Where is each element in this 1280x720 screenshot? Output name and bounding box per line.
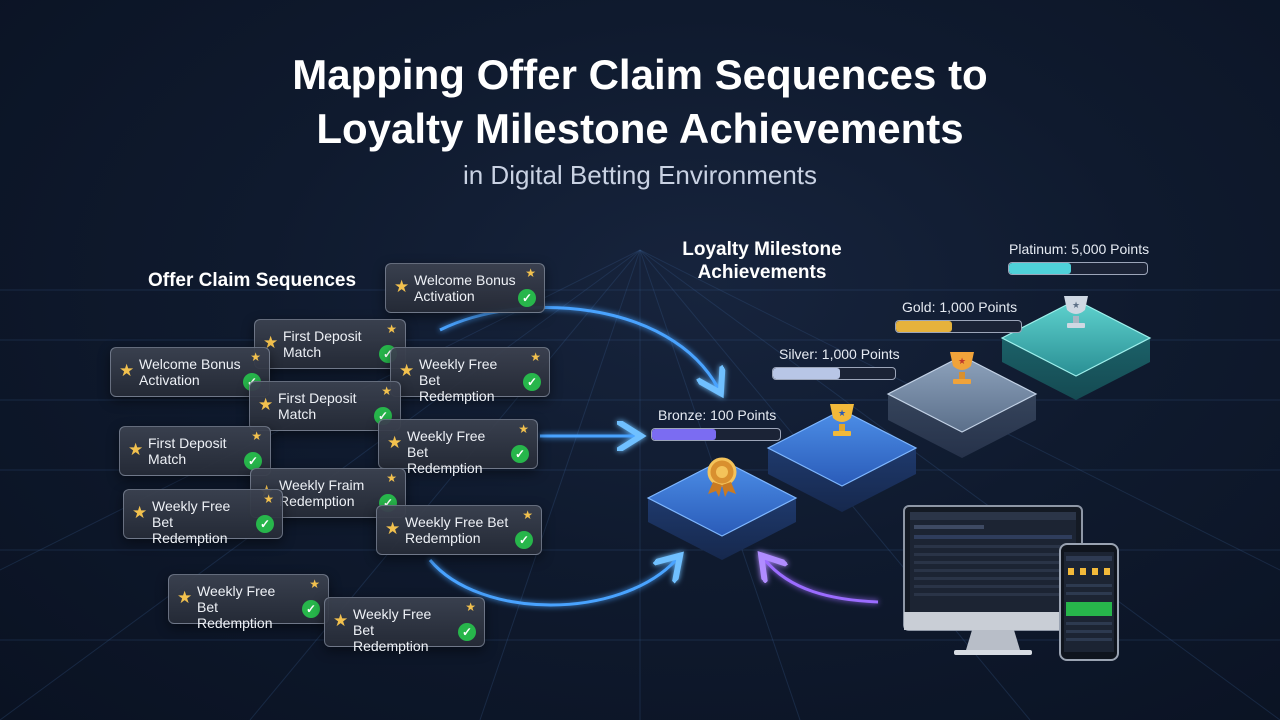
arrow-bottom (428, 560, 676, 607)
star-icon: ★ (177, 588, 193, 607)
star-icon: ★ (251, 429, 262, 443)
gold-progress-fill (896, 321, 953, 332)
bronze-milestone-label: Bronze: 100 Points (658, 407, 777, 423)
offer-card-label: Weekly Free Bet Redemption (419, 356, 498, 404)
offer-claim-heading: Offer Claim Sequences (148, 270, 357, 291)
check-icon: ✓ (515, 531, 533, 549)
star-icon: ★ (309, 577, 320, 591)
star-icon: ★ (119, 361, 135, 380)
offer-card-label: Weekly Fraim Redemption (279, 477, 365, 509)
star-icon: ★ (258, 395, 274, 414)
offer-card-label: Welcome Bonus Activation (139, 356, 241, 388)
bronze-platform (646, 459, 798, 560)
star-icon: ★ (399, 361, 415, 380)
star-icon: ★ (522, 508, 533, 522)
offer-card: ★ ★ First Deposit Match ✓ (249, 381, 401, 431)
loyalty-heading-line-2: Achievements (697, 262, 827, 283)
star-icon: ★ (386, 322, 397, 336)
check-icon: ✓ (256, 515, 274, 533)
platinum-progress-bar (1008, 262, 1148, 275)
offer-card: ★ ★ Weekly Free Bet Redemption ✓ (168, 574, 329, 631)
offer-card: ★ ★ Weekly Free Bet Redemption ✓ (390, 347, 550, 404)
star-icon: ★ (132, 503, 148, 522)
offer-card: ★ ★ Weekly Free Bet Redemption ✓ (378, 419, 538, 476)
offer-card: ★ ★ Welcome Bonus Activation ✓ (110, 347, 270, 397)
gold-progress-bar (895, 320, 1022, 333)
check-icon: ✓ (458, 623, 476, 641)
title-line-1: Mapping Offer Claim Sequences to (292, 51, 988, 98)
platinum-progress-fill (1009, 263, 1072, 274)
trophy-icon: ★ (950, 352, 974, 384)
check-icon: ✓ (511, 445, 529, 463)
silver-progress-fill (773, 368, 841, 379)
star-icon: ★ (386, 471, 397, 485)
star-icon: ★ (530, 350, 541, 364)
offer-card-label: Weekly Free Bet Redemption (152, 498, 231, 546)
medal-icon (707, 457, 737, 497)
platinum-platform (1000, 299, 1152, 400)
svg-text:★: ★ (1072, 301, 1080, 311)
silver-milestone-label: Silver: 1,000 Points (779, 346, 900, 362)
mobile-phone (1059, 543, 1119, 661)
offer-card: ★ ★ Weekly Free Bet Redemption ✓ (324, 597, 485, 654)
star-icon: ★ (333, 611, 349, 630)
gold-platform (886, 355, 1038, 458)
star-icon: ★ (525, 266, 536, 280)
arrow-top (439, 306, 718, 388)
check-icon: ✓ (523, 373, 541, 391)
desktop-monitor (903, 505, 1083, 655)
page-title: Mapping Offer Claim Sequences to Loyalty… (0, 48, 1280, 156)
offer-card: ★ ★ First Deposit Match ✓ (254, 319, 406, 369)
star-icon: ★ (385, 519, 401, 538)
offer-card-label: Weekly Free Bet Redemption (353, 606, 432, 654)
offer-card-label: First Deposit Match (148, 435, 227, 467)
bronze-progress-fill (652, 429, 716, 440)
offer-card: ★ ★ First Deposit Match ✓ (119, 426, 271, 476)
page-subtitle: in Digital Betting Environments (462, 160, 818, 190)
offer-card: ★ ★ Welcome Bonus Activation ✓ (385, 263, 545, 313)
svg-text:★: ★ (958, 357, 966, 367)
platinum-milestone-label: Platinum: 5,000 Points (1009, 241, 1150, 257)
star-icon: ★ (465, 600, 476, 614)
offer-card-label: Weekly Free Bet Redemption (405, 514, 509, 546)
offer-card: ★ ★ Weekly Free Bet Redemption ✓ (376, 505, 542, 555)
trophy-icon: ★ (830, 404, 854, 436)
offer-card-label: Welcome Bonus Activation (414, 272, 516, 304)
bronze-progress-bar (651, 428, 781, 441)
offer-card-label: Weekly Free Bet Redemption (197, 583, 276, 631)
offer-card-label: Weekly Free Bet Redemption (407, 428, 486, 476)
loyalty-heading-line-1: Loyalty Milestone (682, 239, 842, 260)
star-icon: ★ (381, 384, 392, 398)
silver-progress-bar (772, 367, 896, 380)
star-icon: ★ (387, 433, 403, 452)
gold-milestone-label: Gold: 1,000 Points (902, 299, 1018, 315)
star-icon: ★ (518, 422, 529, 436)
silver-platform (766, 409, 918, 512)
svg-text:★: ★ (838, 409, 846, 419)
offer-card: ★ ★ Weekly Free Bet Redemption ✓ (123, 489, 283, 546)
check-icon: ✓ (302, 600, 320, 618)
title-line-2: Loyalty Milestone Achievements (316, 105, 964, 152)
offer-card-label: First Deposit Match (278, 390, 357, 422)
arrow-devices (765, 560, 879, 604)
star-icon: ★ (263, 492, 274, 506)
loyalty-milestone-heading: Loyalty Milestone Achievements (662, 238, 862, 284)
offer-card-label: First Deposit Match (283, 328, 362, 360)
star-icon: ★ (250, 350, 261, 364)
star-icon: ★ (394, 277, 410, 296)
star-icon: ★ (128, 440, 144, 459)
check-icon: ✓ (518, 289, 536, 307)
check-icon: ✓ (244, 452, 262, 470)
trophy-icon: ★ (1064, 296, 1088, 328)
